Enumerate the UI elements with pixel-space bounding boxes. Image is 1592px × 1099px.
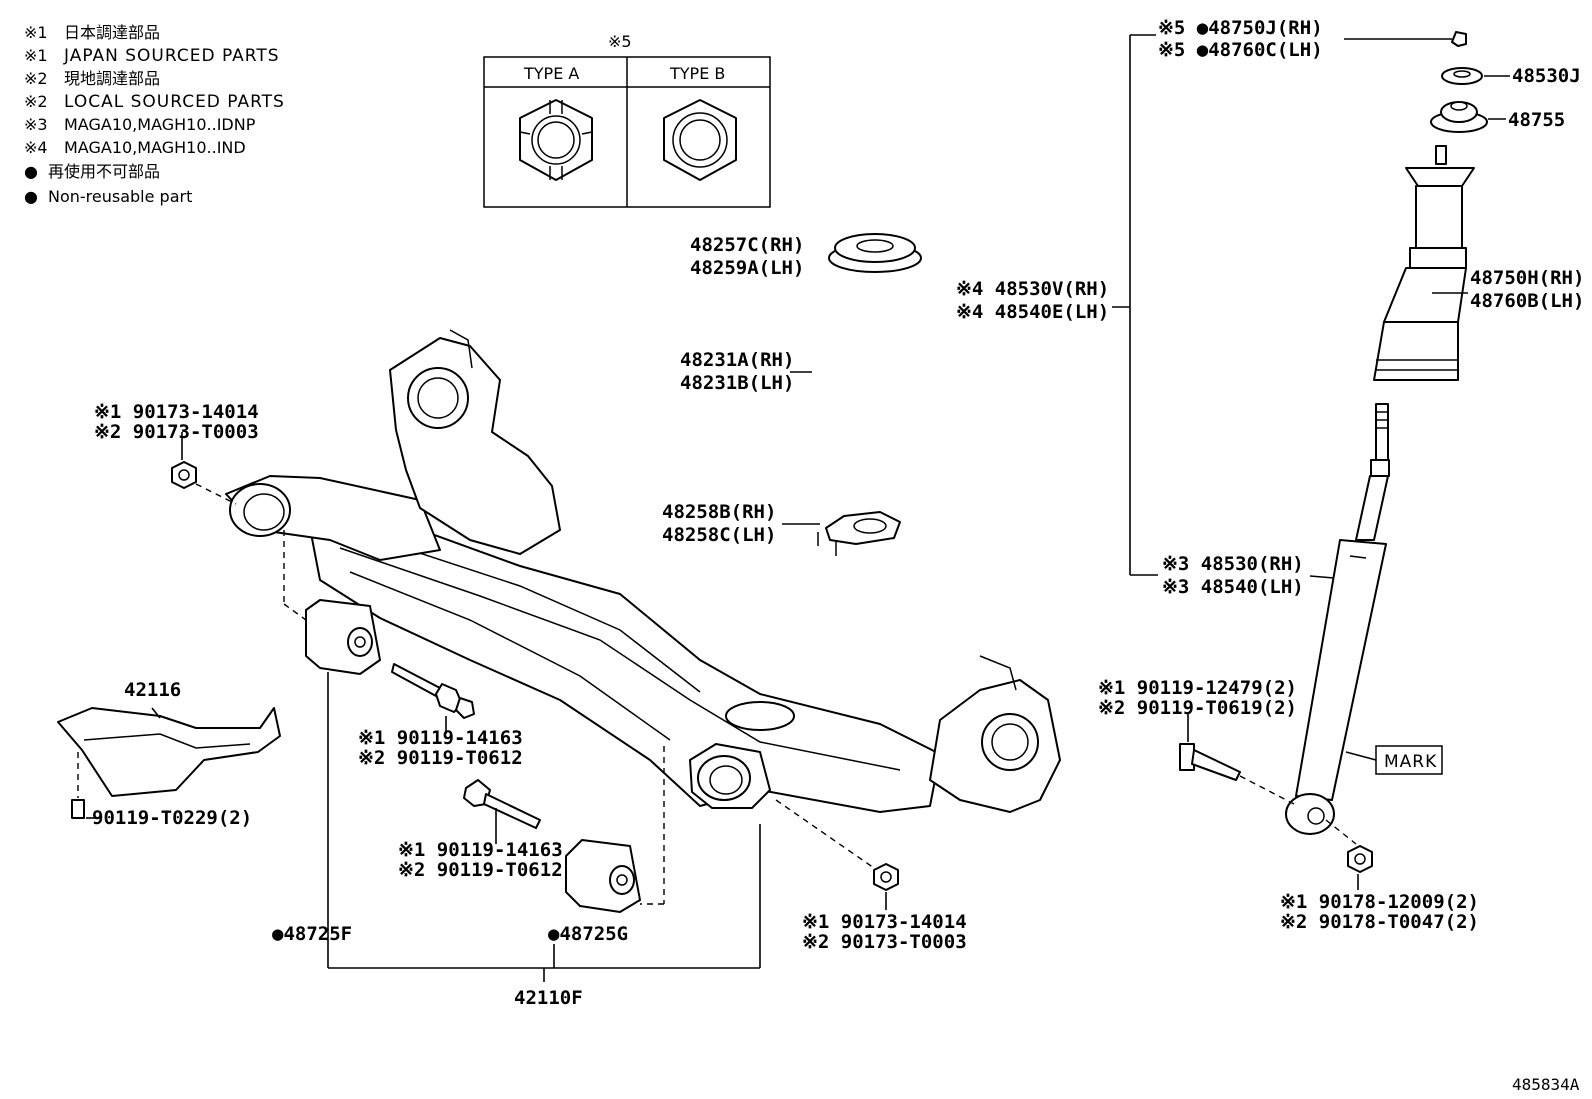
label-nut-tl-1: ※1 90173-14014: [94, 401, 259, 423]
heat-shield-42116-drawing: [57, 707, 281, 819]
bushing-48725g-drawing: [565, 839, 641, 913]
label-bolt-b-1: ※1 90119-14163: [398, 839, 563, 861]
label-nut-tl-2: ※2 90173-T0003: [94, 421, 259, 443]
shock-nut-drawing: [1347, 845, 1373, 873]
label-48530: ※3 48530(RH): [1162, 553, 1304, 575]
legend-text-6: MAGA10,MAGH10..IND: [64, 138, 246, 157]
legend-mark-8: ●: [24, 187, 38, 206]
bushing-48725f-drawing: [305, 599, 381, 675]
label-nut-br-2: ※2 90173-T0003: [802, 931, 967, 953]
label-48750h: 48750H(RH): [1470, 267, 1584, 289]
label-42116: 42116: [124, 679, 181, 701]
label-bolt-b-2: ※2 90119-T0612: [398, 859, 563, 881]
nut-type-table: ※5 TYPE A TYPE B: [483, 32, 771, 208]
shock-absorber-drawing: [1285, 31, 1488, 835]
label-shock-bolt-2: ※2 90119-T0619(2): [1098, 697, 1297, 719]
label-bolt-a-1: ※1 90119-14163: [358, 727, 523, 749]
label-48540e: ※4 48540E(LH): [956, 301, 1109, 323]
axle-beam-drawing: [225, 329, 1061, 813]
legend: ※1 日本調達部品 ※1 JAPAN SOURCED PARTS ※2 現地調達…: [24, 23, 285, 206]
type-a-label: TYPE A: [523, 64, 579, 83]
legend-text-2: JAPAN SOURCED PARTS: [63, 46, 280, 66]
legend-text-8: Non-reusable part: [48, 187, 192, 206]
label-48530j: 48530J: [1512, 65, 1581, 87]
legend-mark-5: ※3: [24, 115, 48, 134]
label-48231a: 48231A(RH): [680, 349, 794, 371]
legend-text-3: 現地調達部品: [64, 69, 160, 88]
label-48725g: ●48725G: [548, 923, 628, 945]
diagram-reference-number: 485834A: [1512, 1075, 1580, 1094]
type-a-nut-icon: [519, 99, 593, 181]
label-bolt-shield: 90119-T0229(2): [92, 807, 252, 829]
upper-spring-seat-drawing: [828, 233, 922, 273]
label-nut-br-1: ※1 90173-14014: [802, 911, 967, 933]
shock-bolt-drawing: [1179, 743, 1241, 781]
coil-spring-drawing: [810, 311, 930, 468]
legend-mark-3: ※2: [24, 69, 48, 88]
label-48258c: 48258C(LH): [662, 524, 776, 546]
label-bolt-a-2: ※2 90119-T0612: [358, 747, 523, 769]
legend-mark-1: ※1: [24, 23, 48, 42]
bolt-a-drawing: [391, 663, 475, 719]
label-shock-bolt-1: ※1 90119-12479(2): [1098, 677, 1297, 699]
nut-top-left-drawing: [171, 461, 197, 489]
legend-mark-2: ※1: [24, 46, 48, 65]
label-42110f: 42110F: [514, 987, 583, 1009]
label-shock-nut-2: ※2 90178-T0047(2): [1280, 911, 1479, 933]
label-48258b: 48258B(RH): [662, 501, 776, 523]
type-b-nut-icon: [663, 99, 737, 181]
legend-text-1: 日本調達部品: [64, 23, 160, 42]
label-48760c: ※5 ●48760C(LH): [1158, 39, 1323, 61]
label-48530v: ※4 48530V(RH): [956, 278, 1109, 300]
label-48540: ※3 48540(LH): [1162, 576, 1304, 598]
legend-text-7: 再使用不可部品: [48, 162, 160, 181]
label-48259a: 48259A(LH): [690, 257, 804, 279]
label-48231b: 48231B(LH): [680, 372, 794, 394]
legend-text-5: MAGA10,MAGH10..IDNP: [64, 115, 256, 134]
nut-bottom-right-drawing: [873, 863, 899, 891]
type-b-label: TYPE B: [669, 64, 725, 83]
label-48257c: 48257C(RH): [690, 234, 804, 256]
mark-box: [1375, 745, 1443, 775]
mark-label: MARK: [1384, 752, 1437, 772]
legend-text-4: LOCAL SOURCED PARTS: [64, 92, 285, 112]
label-48725f: ●48725F: [272, 923, 352, 945]
lower-spring-seat-drawing: [817, 511, 901, 556]
label-48760b: 48760B(LH): [1470, 290, 1584, 312]
label-48750j: ※5 ●48750J(RH): [1158, 17, 1323, 39]
legend-mark-4: ※2: [24, 92, 48, 111]
label-shock-nut-1: ※1 90178-12009(2): [1280, 891, 1479, 913]
legend-mark-7: ●: [24, 162, 38, 181]
bolt-b-drawing: [463, 779, 541, 829]
nut-type-mark: ※5: [608, 32, 632, 51]
legend-mark-6: ※4: [24, 138, 48, 157]
label-48755: 48755: [1508, 109, 1565, 131]
